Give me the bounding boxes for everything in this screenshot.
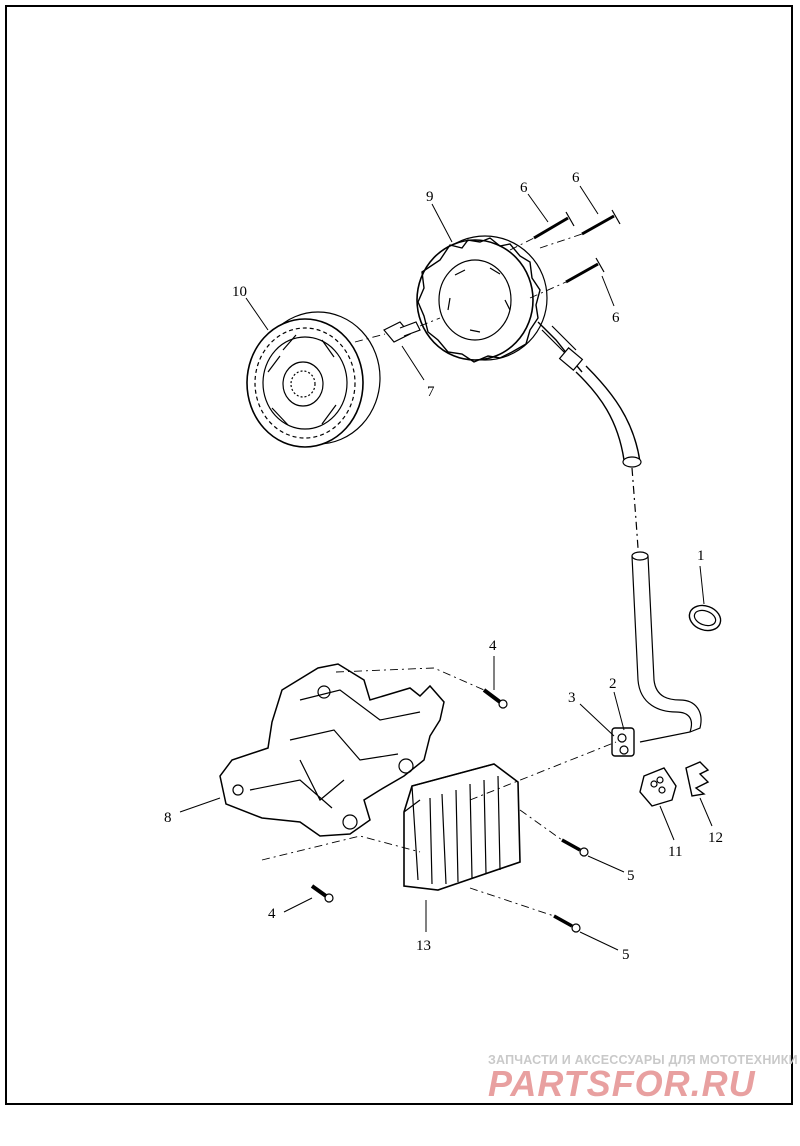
callout-5-upper: 5 [627,868,635,884]
drawing-frame [5,5,793,1105]
callout-3: 3 [568,690,576,706]
bracket-bolt-upper [482,688,508,709]
alignment-lines [261,233,617,917]
watermark-logo: PARTSFOR.RU [488,1063,756,1104]
callout-8: 8 [164,810,172,826]
callout-11: 11 [668,844,682,860]
callout-labels: 1 2 3 4 4 5 5 6 6 6 7 8 9 10 11 12 13 [164,170,723,963]
callout-9: 9 [426,189,434,205]
callout-10: 10 [232,284,247,300]
rotor-part [246,311,381,448]
rotor-bolt-part [383,321,421,343]
terminal-lock-part [685,761,710,797]
callout-2: 2 [609,676,617,692]
stator-wire-lower [631,551,702,743]
callout-4-lower: 4 [268,906,276,922]
callout-1: 1 [697,548,705,564]
bracket-part [219,663,445,837]
stator-part [416,235,584,373]
leader-lines [179,185,713,951]
stator-screw-3 [565,257,605,284]
callout-6-left: 6 [520,180,528,196]
watermark-tagline: ЗАПЧАСТИ И АКСЕССУАРЫ ДЛЯ МОТОТЕХНИКИ [488,1053,798,1067]
seal-ring-part [688,604,722,632]
callout-4-upper: 4 [489,638,497,654]
callout-6-right: 6 [572,170,580,186]
stator-wire-upper [575,365,642,549]
callout-12: 12 [708,830,723,846]
callout-13: 13 [416,938,431,954]
callout-7: 7 [427,384,435,400]
callout-5-lower: 5 [622,947,630,963]
stator-screw-2 [581,209,621,236]
callout-6-lower: 6 [612,310,620,326]
clip-parts [611,727,635,757]
connector-part [639,767,677,807]
regulator-bolt-upper [561,838,589,857]
regulator-part [403,763,521,891]
stator-screw-1 [533,211,575,240]
bracket-bolt-lower [310,884,334,903]
regulator-bolt-lower [553,914,581,933]
